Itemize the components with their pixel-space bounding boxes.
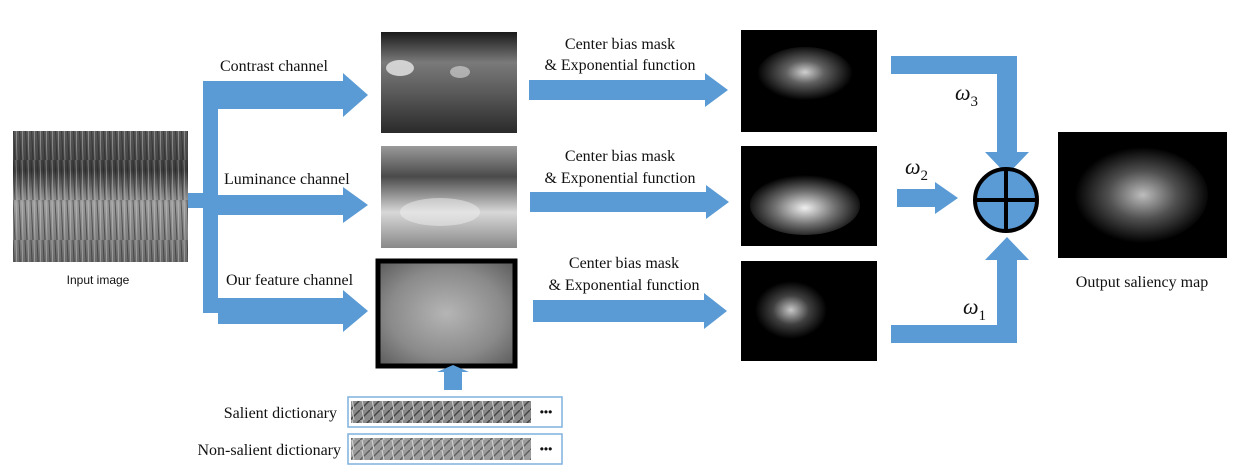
process-arrows	[529, 73, 729, 329]
weight-label-3: ω3	[955, 80, 978, 110]
weight-arrow-middle	[897, 182, 958, 214]
luminance-map	[381, 146, 517, 248]
non-salient-dictionary-strip	[347, 433, 563, 465]
input-image	[13, 131, 188, 262]
process-label-bottom-line1: Center bias mask	[569, 255, 679, 272]
arrow-to-contrast	[203, 73, 368, 117]
output-saliency-map	[1058, 132, 1227, 258]
weight-arrow-bottom	[891, 237, 1029, 343]
circled-plus-icon	[973, 167, 1039, 233]
non-salient-dictionary-ellipsis: •••	[540, 442, 553, 456]
feature-map	[375, 258, 518, 369]
feature-channel-label: Our feature channel	[226, 272, 354, 289]
arrow-dictionary-to-feature	[437, 365, 469, 390]
contrast-channel-label: Contrast channel	[220, 58, 329, 75]
branch-arrows	[188, 73, 368, 332]
process-label-top-line2: & Exponential function	[544, 57, 695, 74]
saliency-map-contrast	[741, 30, 877, 132]
process-arrow-middle	[530, 185, 729, 219]
non-salient-dictionary-label: Non-salient dictionary	[197, 442, 341, 459]
process-arrow-top	[529, 73, 728, 107]
weight-arrow-top	[891, 56, 1029, 175]
contrast-map	[381, 32, 517, 133]
salient-dictionary-ellipsis: •••	[540, 405, 553, 419]
weight-label-1: ω1	[963, 294, 986, 324]
output-label: Output saliency map	[1076, 274, 1208, 291]
salient-dictionary-label: Salient dictionary	[224, 405, 337, 422]
process-label-middle-line2: & Exponential function	[544, 170, 695, 187]
arrow-to-feature	[218, 290, 368, 332]
weight-label-2: ω2	[905, 154, 928, 184]
saliency-map-luminance	[741, 146, 877, 246]
arrow-to-luminance	[218, 187, 368, 223]
salient-dictionary-strip	[347, 396, 563, 428]
process-label-bottom-line2: & Exponential function	[548, 277, 699, 294]
luminance-channel-label: Luminance channel	[224, 171, 350, 188]
process-label-top-line1: Center bias mask	[565, 36, 675, 53]
process-arrow-bottom	[533, 293, 727, 329]
input-image-label: Input image	[67, 273, 130, 287]
process-label-middle-line1: Center bias mask	[565, 148, 675, 165]
saliency-map-feature	[741, 261, 877, 361]
weight-arrows	[891, 56, 1029, 343]
